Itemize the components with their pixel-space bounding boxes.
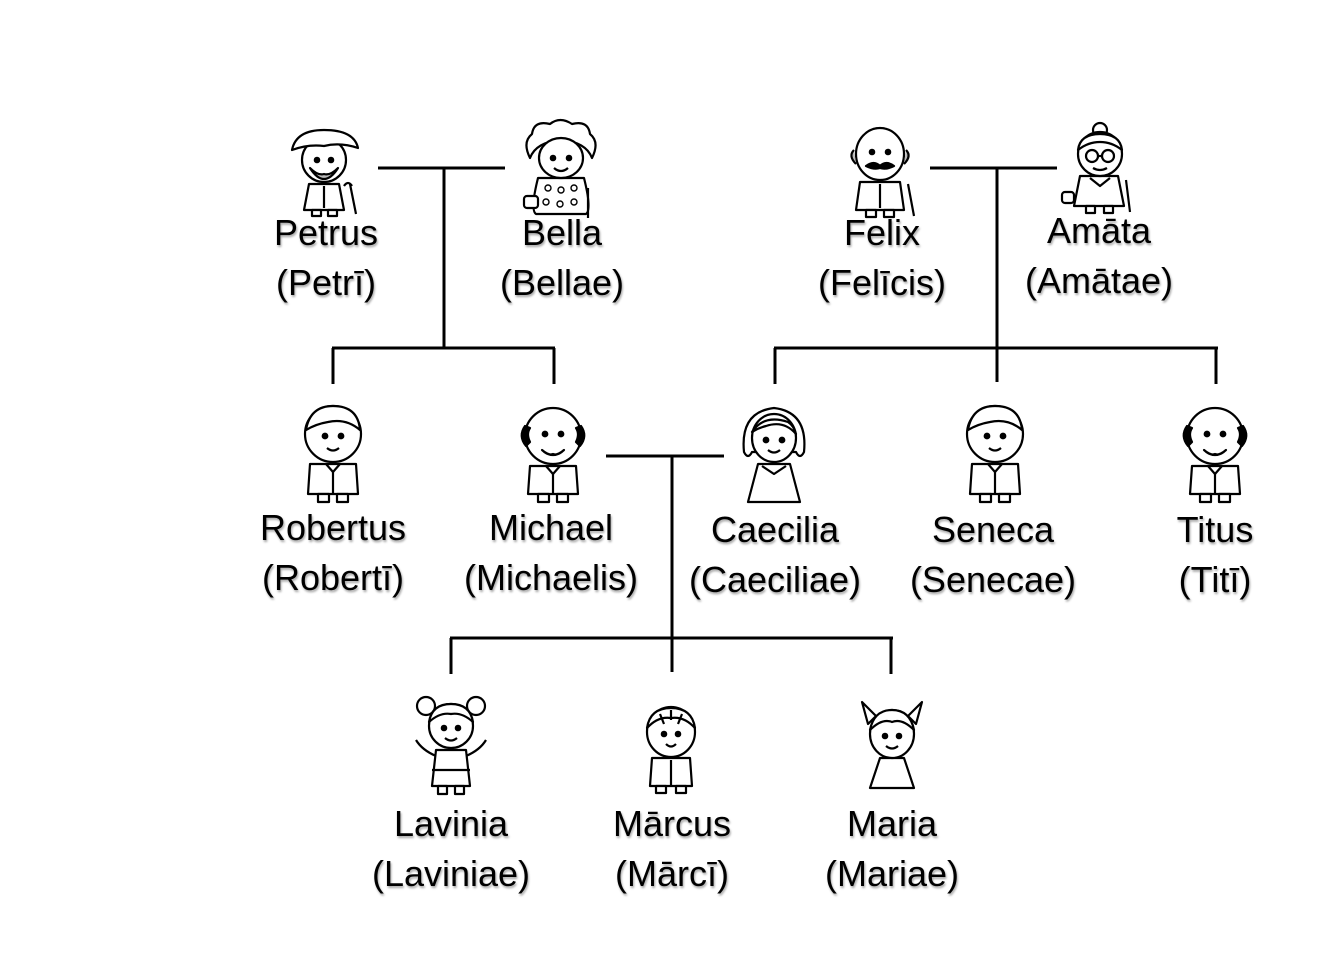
person-name: Maria	[846, 803, 938, 844]
person-label-felix: Felix (Felīcis)	[782, 208, 982, 308]
person-name: Seneca	[931, 509, 1055, 550]
person-genitive: (Senecae)	[909, 559, 1077, 600]
person-name: Amāta	[1046, 210, 1152, 251]
grandmother-glasses-icon	[1060, 121, 1132, 215]
girl-pigtails-icon	[415, 695, 487, 796]
person-genitive: (Felīcis)	[818, 262, 946, 303]
person-genitive: (Mārcī)	[615, 853, 729, 894]
person-label-maria: Maria (Mariae)	[792, 799, 992, 899]
person-genitive: (Michaelis)	[463, 557, 639, 598]
woman-icon	[742, 406, 806, 504]
person-name: Lavinia	[393, 803, 509, 844]
bald-man-icon	[520, 406, 586, 504]
boy-icon	[645, 705, 697, 795]
person-genitive: (Petrī)	[275, 262, 376, 303]
person-name: Michael	[488, 507, 614, 548]
man-icon	[965, 404, 1025, 504]
person-label-seneca: Seneca (Senecae)	[893, 505, 1093, 605]
grandmother-curly-icon	[522, 118, 597, 218]
person-name: Bella	[521, 212, 603, 253]
person-label-robertus: Robertus (Robertī)	[233, 503, 433, 603]
person-name: Titus	[1176, 509, 1254, 550]
grandfather-bald-icon	[850, 126, 916, 219]
person-label-lavinia: Lavinia (Laviniae)	[351, 799, 551, 899]
person-genitive: (Caeciliae)	[688, 559, 862, 600]
person-label-petrus: Petrus (Petrī)	[226, 208, 426, 308]
person-name: Caecilia	[710, 509, 840, 550]
person-label-michael: Michael (Michaelis)	[451, 503, 651, 603]
person-label-marcus: Mārcus (Mārcī)	[572, 799, 772, 899]
person-name: Felix	[843, 212, 920, 253]
person-genitive: (Amātae)	[1024, 260, 1174, 301]
person-genitive: (Titī)	[1178, 559, 1252, 600]
grandfather-cap-icon	[290, 128, 360, 218]
man-icon	[303, 404, 363, 504]
person-label-amata: Amāta (Amātae)	[999, 206, 1199, 306]
person-name: Robertus	[259, 507, 407, 548]
person-label-caecilia: Caecilia (Caeciliae)	[675, 505, 875, 605]
person-genitive: (Bellae)	[499, 262, 625, 303]
girl-bunches-icon	[860, 700, 924, 790]
person-name: Petrus	[273, 212, 379, 253]
person-label-bella: Bella (Bellae)	[462, 208, 662, 308]
person-name: Mārcus	[612, 803, 732, 844]
person-genitive: (Mariae)	[824, 853, 959, 894]
person-genitive: (Robertī)	[261, 557, 405, 598]
bald-man-icon	[1182, 406, 1248, 504]
person-label-titus: Titus (Titī)	[1115, 505, 1315, 605]
person-genitive: (Laviniae)	[371, 853, 531, 894]
